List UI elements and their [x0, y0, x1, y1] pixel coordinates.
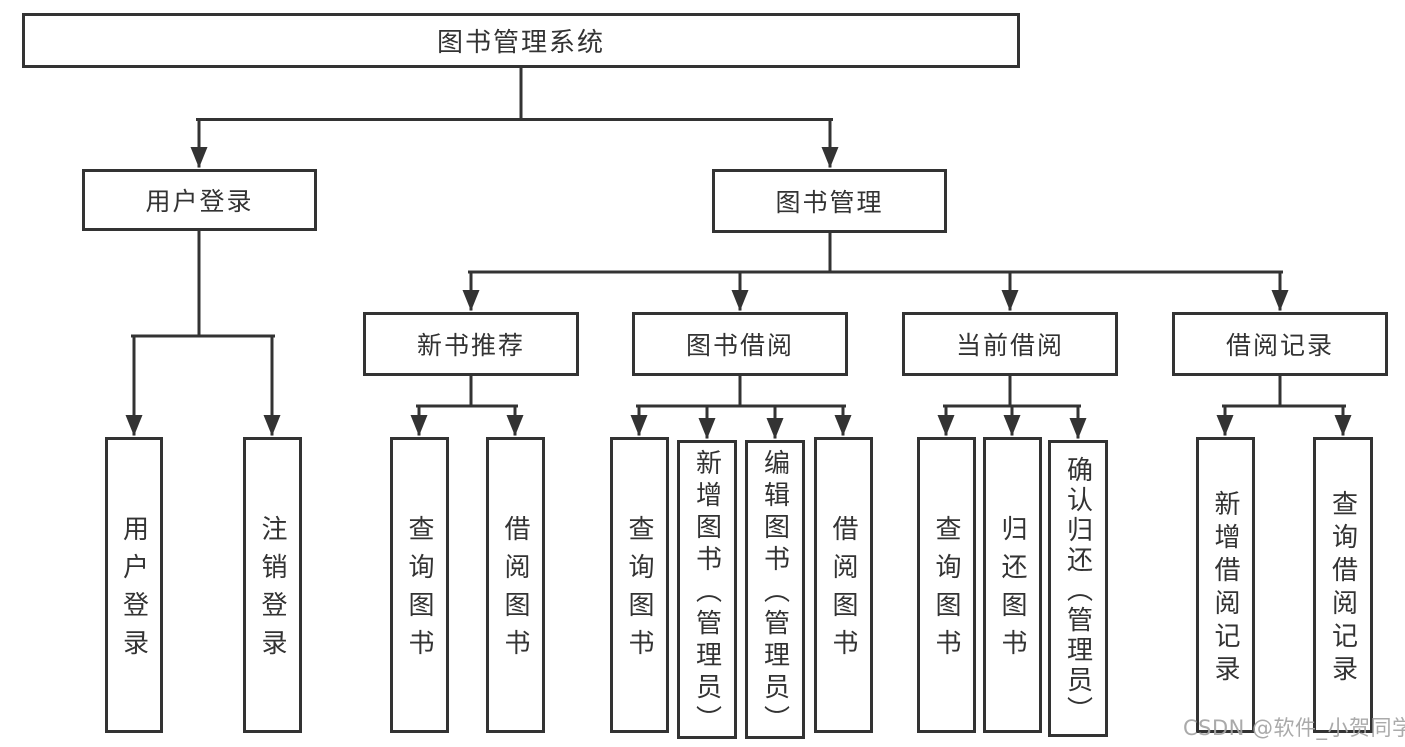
node-library-management-system-label: 图书管理系统 — [436, 28, 605, 58]
node-book-borrowing-label: 图书借阅 — [685, 331, 794, 360]
wire-book-management — [468, 231, 1283, 274]
leaf-current-query-books-label: 查询图书 — [931, 515, 961, 667]
node-book-management: 图书管理 — [712, 169, 947, 233]
leaf-logout: 注销登录 — [243, 437, 302, 733]
leaf-recommend-query-books-label: 查询图书 — [404, 515, 434, 667]
leaf-add-borrow-record: 新增借阅记录 — [1196, 437, 1255, 733]
leaf-confirm-return-admin: 确认归还（管理员） — [1048, 440, 1108, 737]
leaf-query-borrow-record-label: 查询借阅记录 — [1327, 489, 1358, 688]
leaf-add-borrow-record-label: 新增借阅记录 — [1210, 489, 1240, 688]
node-current-borrowing: 当前借阅 — [902, 312, 1118, 376]
leaf-current-query-books: 查询图书 — [917, 437, 976, 733]
node-new-book-recommend-label: 新书推荐 — [416, 331, 525, 360]
leaf-recommend-borrow-books: 借阅图书 — [486, 437, 545, 733]
node-library-management-system: 图书管理系统 — [22, 13, 1020, 68]
leaf-add-book-admin-label: 新增图书（管理员） — [691, 448, 722, 737]
leaf-user-login: 用户登录 — [105, 437, 163, 733]
leaf-user-login-label: 用户登录 — [118, 515, 149, 667]
wire-root — [196, 66, 833, 121]
wire-book-borrowing — [636, 374, 846, 408]
node-user-login: 用户登录 — [82, 169, 317, 231]
leaf-recommend-query-books: 查询图书 — [390, 437, 449, 733]
node-current-borrowing-label: 当前借阅 — [955, 331, 1064, 360]
node-user-login-label: 用户登录 — [145, 187, 254, 216]
leaf-add-book-admin: 新增图书（管理员） — [677, 440, 737, 739]
leaf-borrowing-query-books: 查询图书 — [610, 437, 669, 733]
leaf-borrowing-borrow-books-label: 借阅图书 — [828, 515, 858, 667]
leaf-borrowing-borrow-books: 借阅图书 — [814, 437, 873, 733]
leaf-edit-book-admin: 编辑图书（管理员） — [745, 440, 805, 739]
wire-borrowing-records — [1222, 374, 1346, 408]
wire-user-login — [131, 229, 275, 338]
node-borrowing-records-label: 借阅记录 — [1225, 331, 1334, 360]
node-borrowing-records: 借阅记录 — [1172, 312, 1388, 376]
node-book-borrowing: 图书借阅 — [632, 312, 848, 376]
leaf-recommend-borrow-books-label: 借阅图书 — [500, 515, 530, 667]
wire-new-book-recommend — [416, 374, 518, 408]
wire-current-borrowing — [943, 374, 1081, 408]
leaf-confirm-return-admin-label: 确认归还（管理员） — [1062, 455, 1093, 726]
leaf-query-borrow-record: 查询借阅记录 — [1313, 437, 1373, 733]
leaf-return-books-label: 归还图书 — [997, 515, 1027, 667]
csdn-watermark: CSDN @软件_小贺同学 — [1183, 716, 1405, 740]
node-book-management-label: 图书管理 — [775, 188, 884, 217]
leaf-borrowing-query-books-label: 查询图书 — [624, 515, 654, 667]
leaf-logout-label: 注销登录 — [257, 515, 287, 667]
leaf-edit-book-admin-label: 编辑图书（管理员） — [759, 448, 790, 737]
node-new-book-recommend: 新书推荐 — [363, 312, 579, 376]
leaf-return-books: 归还图书 — [983, 437, 1042, 733]
